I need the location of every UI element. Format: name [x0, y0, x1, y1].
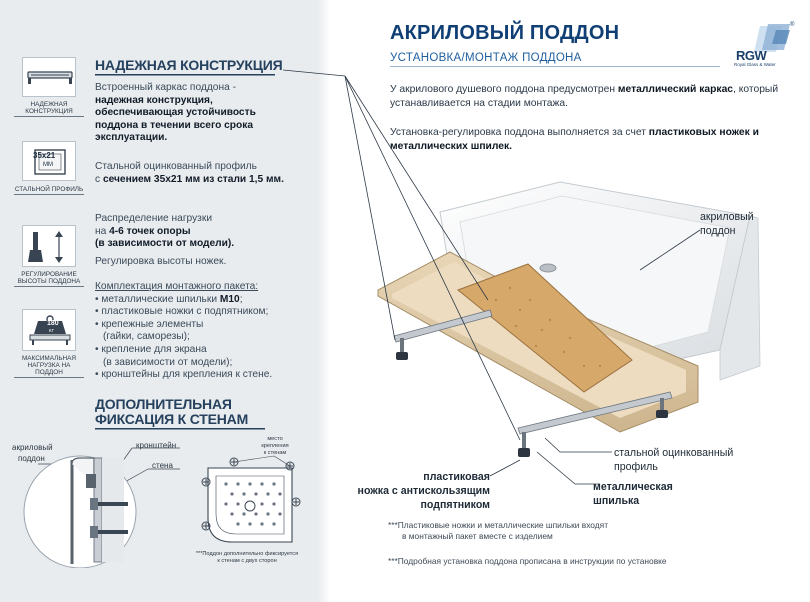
intro-paragraph-1: У акрилового душевого поддона предусмотр…: [390, 84, 779, 109]
footnote-instructions: ***Подробная установка поддона прописана…: [388, 556, 667, 566]
load-text: Распределение нагрузки на 4-6 точек опор…: [95, 213, 235, 267]
tray-texture-dots: [224, 482, 282, 526]
profile-size-label: 35х21: [33, 151, 56, 160]
callout-steel-profile: стальной оцинкованный профиль: [614, 447, 734, 473]
construction-text: Встроенный каркас поддона - надежная кон…: [95, 82, 256, 144]
icon-caption-load: МАКСИМАЛЬНАЯ НАГРУЗКА НА ПОДДОН: [14, 355, 84, 378]
weight-unit: КГ: [49, 328, 55, 333]
weight-value: 180: [47, 320, 59, 327]
intro-paragraph-2: Установка-регулировка поддона выполняетс…: [390, 127, 759, 152]
frame-profile-icon: [27, 71, 73, 84]
wall-bracket-drawing: [23, 447, 180, 568]
lbl-tray-2: поддон: [18, 454, 45, 463]
lbl-bracket: кронштейн: [136, 441, 177, 450]
support-legs: [396, 338, 668, 457]
page-title: АКРИЛОВЫЙ ПОДДОН: [390, 22, 620, 44]
title-divider: [390, 66, 720, 67]
rgw-logo-text: RGW: [736, 48, 767, 63]
lbl-tray-1: акриловый: [12, 443, 53, 452]
height-icon-box: [22, 225, 76, 267]
lbl-mount-points: место крепления к стенам: [261, 436, 289, 456]
section-underline: [95, 74, 275, 76]
profile-section-icon: [34, 149, 66, 175]
callout-metal-stud: металлическая шпилька: [593, 481, 673, 507]
icon-caption-height: РЕГУЛИРОВАНИЕ ВЫСОТЫ ПОДДОНА: [14, 271, 84, 287]
load-icon-box: 180 КГ: [22, 309, 76, 351]
rgw-logo-mark: [754, 24, 790, 52]
icon-caption-profile: СТАЛЬНОЙ ПРОФИЛЬ: [14, 186, 84, 195]
callout-plastic-leg: пластиковая ножка с антискользящим подпя…: [357, 471, 490, 511]
lbl-wall: стена: [152, 461, 173, 470]
weight-icon: [29, 315, 71, 345]
registered-mark: ®: [790, 22, 795, 28]
tray-cutaway-illustration: [377, 181, 761, 457]
section-title-wall-fix-2: ФИКСАЦИЯ К СТЕНАМ: [95, 411, 249, 427]
section-underline-2: [95, 428, 265, 430]
tray-top-view-drawing: [201, 455, 301, 543]
mount-point-icons: [201, 457, 301, 531]
profile-icon-box: 35х21 ММ: [22, 141, 76, 181]
rgw-logo-tagline: Royal Glass & Water: [734, 62, 776, 67]
frame-icon-box: [22, 57, 76, 97]
board-texture: [494, 286, 602, 368]
profile-text: Стальной оцинкованный профиль с сечением…: [95, 161, 284, 185]
wall-fix-note: ***Поддон дополнительно фиксируется к ст…: [195, 551, 299, 564]
icon-caption-construction: НАДЕЖНАЯ КОНСТРУКЦИЯ: [14, 101, 84, 117]
kit-list: Комплектация монтажного пакета: • металл…: [95, 281, 273, 381]
footnote-kit: ***Пластиковые ножки и металлические шпи…: [388, 520, 609, 541]
profile-unit-label: ММ: [43, 162, 53, 168]
callout-acrylic-tray: акриловый поддон: [700, 211, 754, 237]
section-title-wall-fix-1: ДОПОЛНИТЕЛЬНАЯ: [95, 396, 232, 412]
page-subtitle: УСТАНОВКА/МОНТАЖ ПОДДОНА: [390, 52, 582, 64]
height-adjust-icon: [28, 231, 63, 263]
section-title-construction: НАДЕЖНАЯ КОНСТРУКЦИЯ: [95, 57, 283, 73]
